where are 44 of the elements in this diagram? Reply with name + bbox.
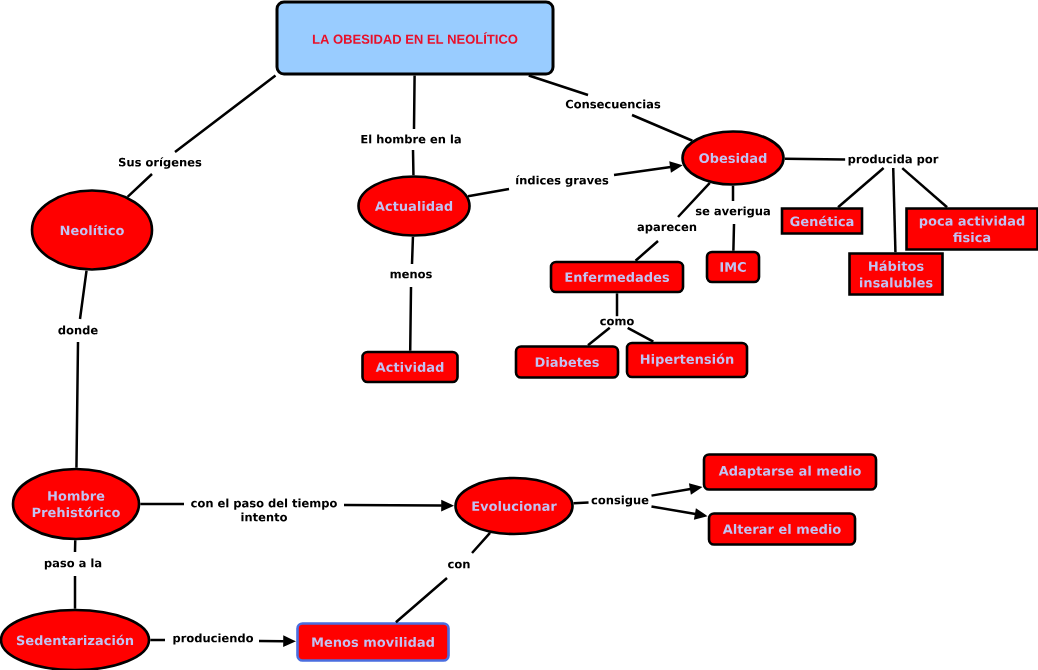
connector-line: [837, 167, 885, 209]
connector-line: [615, 293, 619, 317]
connector-line: [634, 181, 712, 262]
connector-line: [527, 74, 694, 142]
concept-box: Enfermedades: [549, 260, 685, 294]
linking-phrase: Consecuencias: [564, 98, 662, 110]
linking-phrase: produciendo: [171, 632, 255, 646]
connector-line: [901, 167, 948, 209]
connector-line: [408, 235, 415, 352]
linking-phrase: con: [446, 560, 472, 570]
connector-line: [411, 74, 416, 177]
connector-line: [126, 74, 277, 199]
linking-phrase: con el paso del tiempo intento: [191, 498, 337, 522]
concept-box: Menos movilidad: [296, 622, 450, 662]
concept-box: poca actividad fisica: [905, 207, 1038, 251]
linking-phrase: producida por: [848, 154, 939, 166]
linking-phrase: aparecen: [636, 223, 698, 235]
connector-line: [73, 539, 77, 610]
connector-line: [394, 531, 492, 624]
concept-box: IMC: [705, 250, 761, 284]
linking-phrase: paso a la: [42, 557, 104, 571]
concept-box: Hipertensión: [625, 341, 749, 379]
connector-line: [75, 269, 88, 469]
linking-phrase: El hombre en la: [359, 133, 463, 145]
linking-phrase: índices graves: [514, 174, 610, 188]
linking-phrase: como: [600, 318, 634, 326]
connector-line: [784, 157, 846, 161]
linking-phrase: donde: [56, 324, 100, 336]
connector-line: [587, 326, 611, 347]
concept-box: Alterar el medio: [707, 512, 857, 546]
main-topic-box: LA OBESIDAD EN EL NEOLÍTICO: [275, 0, 555, 76]
connector-line: [891, 168, 897, 253]
concept-box: Genética: [780, 207, 864, 235]
linking-phrase: menos: [388, 270, 434, 280]
linking-phrase: consigue: [591, 495, 649, 507]
concept-box: Hábitos insalubles: [848, 252, 944, 296]
linking-phrase: Sus orígenes: [117, 156, 203, 170]
concept-box: Actividad: [361, 350, 459, 384]
concept-box: Adaptarse al medio: [702, 453, 878, 491]
concept-box: Diabetes: [514, 345, 620, 379]
connector-line: [627, 326, 654, 343]
linking-phrase: se averigua: [694, 205, 772, 219]
connector-line: [731, 184, 736, 252]
connector-line: [573, 501, 589, 505]
